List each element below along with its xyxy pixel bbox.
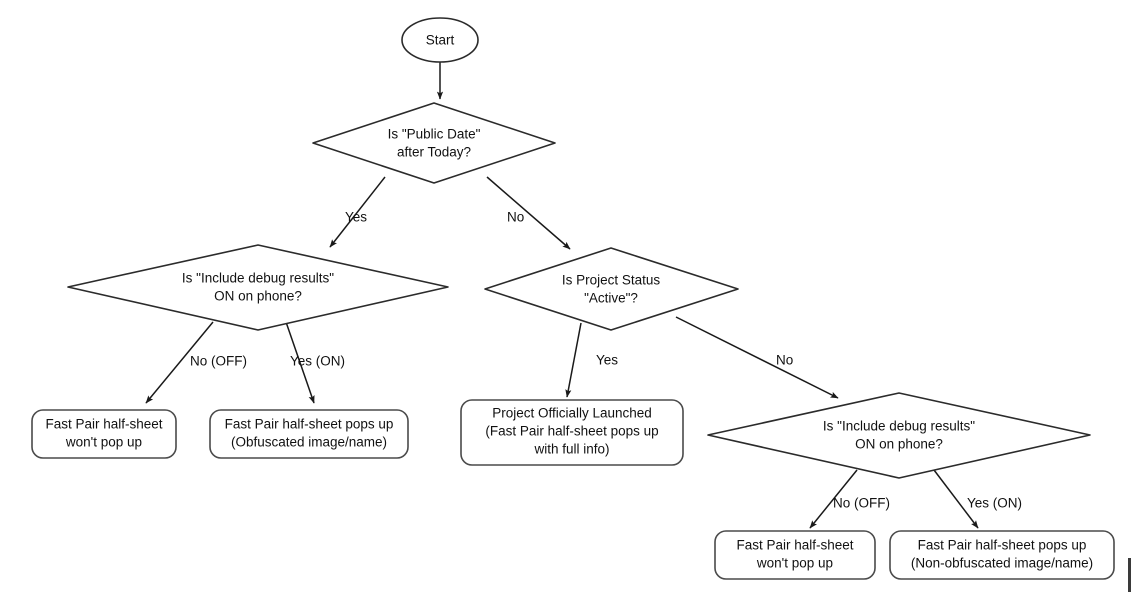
edge-debug-left-yes <box>285 321 315 404</box>
decision-debug-right-diamond <box>707 392 1091 479</box>
result-right-on-box <box>889 530 1115 580</box>
result-right-off-line1: Fast Pair half-sheet <box>736 538 853 553</box>
edge-label-debug-left-no: No (OFF) <box>190 354 247 369</box>
result-left-on-line2: (Obfuscated image/name) <box>231 435 387 450</box>
decision-project-status-line1: Is Project Status <box>562 273 661 288</box>
node-result-right-off[interactable]: Fast Pair half-sheet won't pop up <box>714 530 876 580</box>
node-decision-public-date[interactable]: Is "Public Date" after Today? <box>312 102 556 184</box>
node-result-right-on[interactable]: Fast Pair half-sheet pops up (Non-obfusc… <box>889 530 1115 580</box>
node-result-left-on[interactable]: Fast Pair half-sheet pops up (Obfuscated… <box>209 409 409 459</box>
node-start[interactable]: Start <box>401 17 479 63</box>
edge-project-status-no <box>675 316 839 399</box>
result-left-on-box <box>209 409 409 459</box>
edge-label-project-status-no: No <box>776 353 793 368</box>
result-right-on-line1: Fast Pair half-sheet pops up <box>918 538 1087 553</box>
decision-project-status-line2: "Active"? <box>584 291 638 306</box>
decision-debug-right-line2: ON on phone? <box>855 437 943 452</box>
decision-debug-left-diamond <box>67 244 449 331</box>
decision-debug-left-line1: Is "Include debug results" <box>182 271 334 286</box>
page-edge-artifact <box>1128 558 1131 592</box>
edge-label-debug-right-no: No (OFF) <box>833 496 890 511</box>
edge-debug-left-no <box>145 321 214 404</box>
result-left-off-line1: Fast Pair half-sheet <box>45 417 162 432</box>
result-launched-line1: Project Officially Launched <box>492 406 652 421</box>
edge-label-public-date-yes: Yes <box>345 210 367 225</box>
result-left-on-line1: Fast Pair half-sheet pops up <box>225 417 394 432</box>
edges-layer <box>145 62 979 529</box>
decision-public-date-line1: Is "Public Date" <box>388 127 481 142</box>
result-left-off-box <box>31 409 177 459</box>
edge-label-project-status-yes: Yes <box>596 353 618 368</box>
node-decision-debug-right[interactable]: Is "Include debug results" ON on phone? <box>707 392 1091 479</box>
decision-public-date-line2: after Today? <box>397 145 471 160</box>
edge-label-debug-left-yes: Yes (ON) <box>290 354 345 369</box>
node-decision-project-status[interactable]: Is Project Status "Active"? <box>484 247 739 331</box>
result-left-off-line2: won't pop up <box>65 435 142 450</box>
node-result-launched[interactable]: Project Officially Launched (Fast Pair h… <box>460 399 684 466</box>
decision-project-status-diamond <box>484 247 739 331</box>
start-ellipse <box>401 17 479 63</box>
edge-public-date-yes <box>329 176 386 248</box>
result-launched-box <box>460 399 684 466</box>
result-right-off-box <box>714 530 876 580</box>
node-result-left-off[interactable]: Fast Pair half-sheet won't pop up <box>31 409 177 459</box>
result-launched-line2: (Fast Pair half-sheet pops up <box>485 424 658 439</box>
edge-labels-layer: Yes No No (OFF) Yes (ON) Yes No No (OFF)… <box>190 210 1022 511</box>
decision-public-date-diamond <box>312 102 556 184</box>
start-label: Start <box>426 33 455 48</box>
edge-project-status-yes <box>565 322 582 398</box>
decision-debug-left-line2: ON on phone? <box>214 289 302 304</box>
edge-debug-right-yes <box>933 469 979 529</box>
decision-debug-right-line1: Is "Include debug results" <box>823 419 975 434</box>
result-right-on-line2: (Non-obfuscated image/name) <box>911 556 1093 571</box>
edge-label-debug-right-yes: Yes (ON) <box>967 496 1022 511</box>
result-right-off-line2: won't pop up <box>756 556 833 571</box>
result-launched-line3: with full info) <box>533 442 609 457</box>
node-decision-debug-left[interactable]: Is "Include debug results" ON on phone? <box>67 244 449 331</box>
edge-label-public-date-no: No <box>507 210 524 225</box>
edge-debug-right-no <box>809 469 858 529</box>
edge-public-date-no <box>486 176 571 250</box>
